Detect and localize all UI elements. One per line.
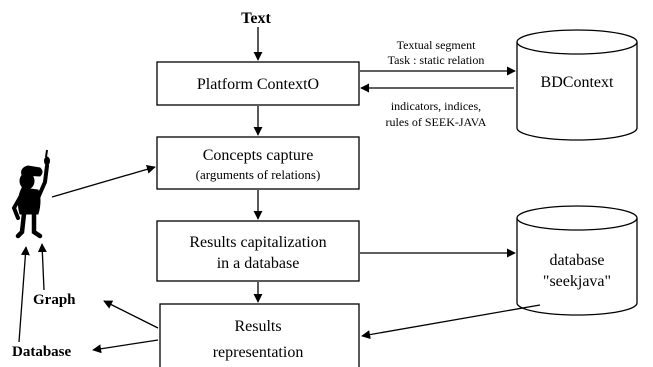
seekjava-label-line1: database — [549, 252, 604, 269]
platform-contexto-box — [156, 61, 360, 106]
results-capitalization-label-line2: in a database — [217, 255, 300, 272]
concepts-capture-box — [156, 136, 360, 190]
results-capitalization-label-line1: Results capitalization — [189, 234, 326, 251]
concepts-capture-label: Concepts capture — [203, 147, 314, 164]
concepts-capture-sublabel: (arguments of relations) — [196, 167, 321, 182]
arrow-representation-to-database — [92, 339, 159, 354]
results-representation-label-line1: Results — [234, 318, 281, 335]
input-text-label: Text — [241, 10, 271, 27]
arrow-graph-to-user — [37, 243, 47, 291]
edge-label-indicators: indicators, indices, — [391, 99, 481, 113]
platform-contexto-label: Platform ContextO — [197, 76, 319, 93]
edge-label-task-static-relation: Task : static relation — [388, 53, 485, 67]
arrow-user-to-concepts — [51, 164, 156, 198]
arrow-seekjava-to-representation — [361, 304, 541, 340]
edge-label-rules-seek-java: rules of SEEK-JAVA — [386, 115, 487, 129]
output-graph-label: Graph — [33, 292, 76, 308]
seekjava-label-line2: "seekjava" — [543, 273, 611, 290]
arrow-representation-to-graph — [103, 300, 159, 329]
arrow-database-to-user — [18, 246, 30, 343]
results-representation-label-line2: representation — [213, 344, 304, 361]
results-representation-box — [159, 303, 360, 367]
bdcontext-database-cylinder — [516, 29, 638, 141]
output-database-label: Database — [12, 344, 72, 360]
user-figure-icon — [11, 149, 50, 239]
results-capitalization-box — [156, 220, 360, 282]
seekjava-database-cylinder — [516, 205, 638, 316]
bdcontext-label: BDContext — [541, 74, 614, 91]
edge-label-textual-segment: Textual segment — [397, 38, 476, 52]
